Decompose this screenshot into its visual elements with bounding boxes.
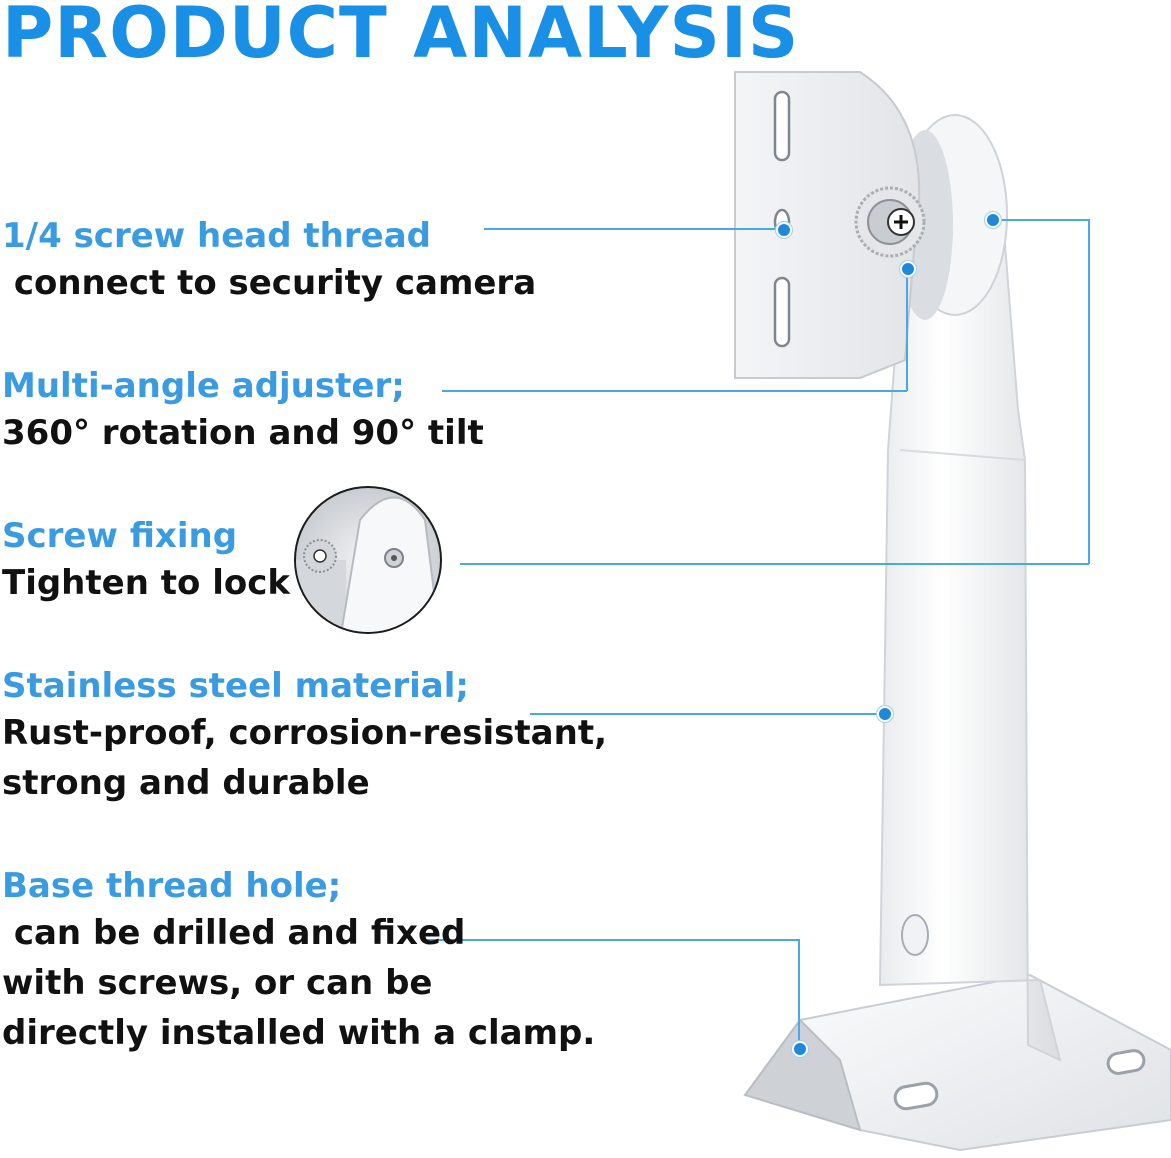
callout-dot-2 [900, 261, 916, 277]
feature-body-line: can be drilled and fixed [2, 913, 466, 953]
feature-body-line: Rust-proof, corrosion-resistant, [2, 713, 607, 753]
callout-line-5 [422, 939, 799, 941]
callout-dot-4 [877, 706, 893, 722]
feature-base-thread-hole: Base thread hole; can be drilled and fix… [2, 864, 595, 1058]
callout-dot-1 [776, 222, 792, 238]
screw-head [854, 186, 926, 258]
feature-body-line: strong and durable [2, 763, 370, 803]
feature-body-line: with screws, or can be [2, 963, 433, 1003]
page-title: PRODUCT ANALYSIS [2, 0, 800, 74]
callout-dot-5 [792, 1041, 808, 1057]
callout-line-3-top [992, 219, 1089, 221]
feature-heading: Stainless steel material; [2, 666, 469, 706]
feature-body-line: connect to security camera [2, 263, 537, 303]
feature-heading: Base thread hole; [2, 866, 342, 906]
feature-multi-angle: Multi-angle adjuster; 360° rotation and … [2, 364, 484, 458]
bracket-base [743, 973, 1171, 1152]
callout-dot-3 [985, 212, 1001, 228]
callout-line-1 [484, 228, 782, 230]
callout-line-5-vert [798, 939, 800, 1047]
callout-line-2-vert [906, 268, 908, 391]
feature-body-line: Tighten to lock [2, 563, 290, 603]
screw-fixing-inset [294, 486, 442, 634]
callout-line-2 [442, 390, 907, 392]
feature-heading: Screw fixing [2, 516, 238, 556]
feature-body-line: 360° rotation and 90° tilt [2, 413, 484, 453]
feature-stainless-steel: Stainless steel material; Rust-proof, co… [2, 664, 607, 808]
feature-heading: 1/4 screw head thread [2, 216, 431, 256]
feature-heading: Multi-angle adjuster; [2, 366, 405, 406]
callout-line-4 [530, 713, 884, 715]
feature-body-line: directly installed with a clamp. [2, 1013, 596, 1053]
feature-screw-thread: 1/4 screw head thread connect to securit… [2, 214, 536, 308]
callout-line-3-vert [1088, 219, 1090, 564]
callout-line-3 [460, 563, 1089, 565]
feature-screw-fixing: Screw fixing Tighten to lock [2, 514, 290, 608]
